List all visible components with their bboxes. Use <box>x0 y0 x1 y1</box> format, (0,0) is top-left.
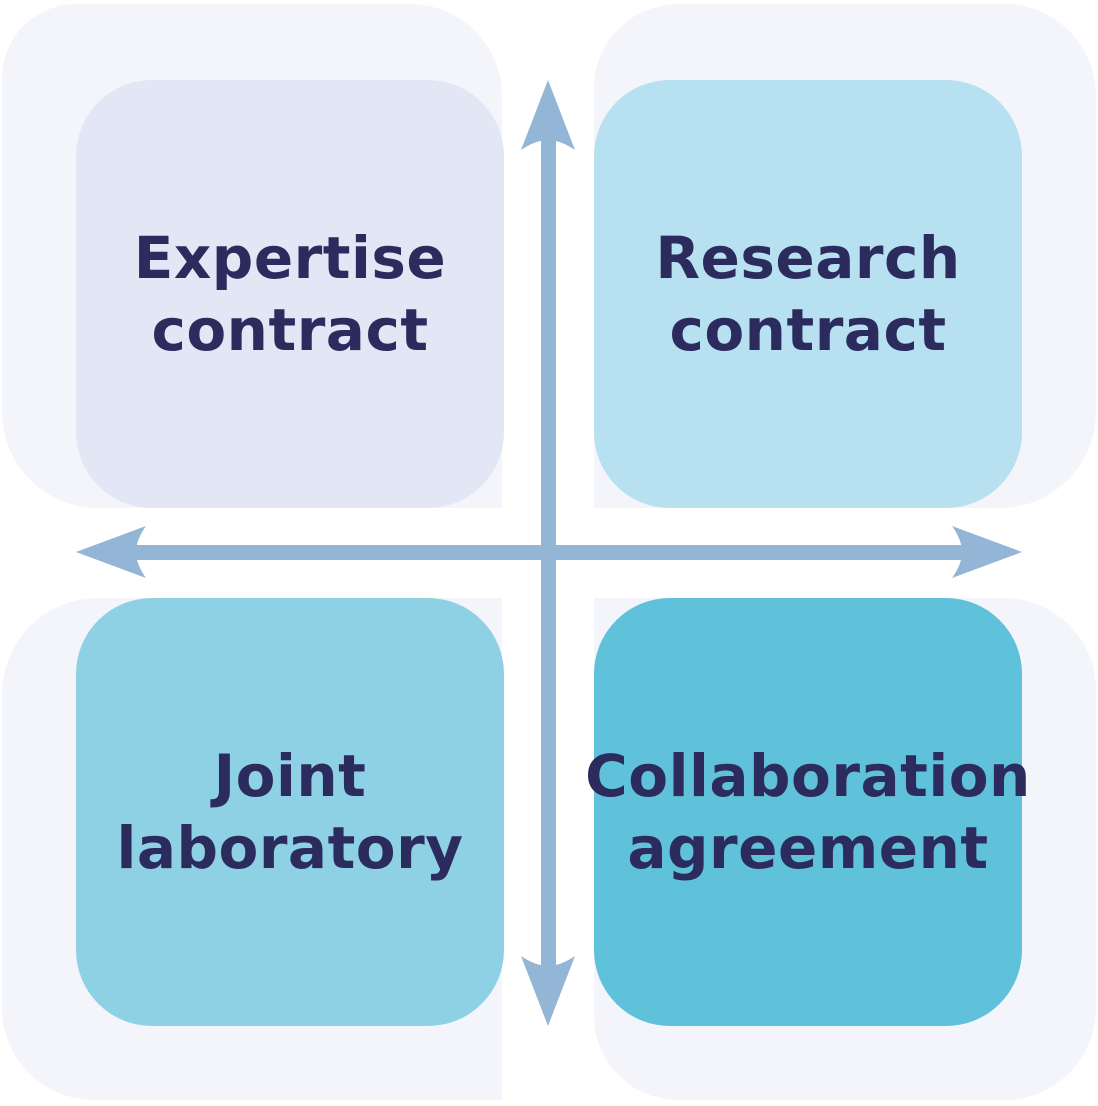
arrowhead-down-icon <box>521 956 575 1026</box>
quadrant-research-contract: Research contract <box>594 80 1022 508</box>
quadrant-label: Expertise contract <box>133 224 447 364</box>
quadrant-collaboration-agreement: Collaboration agreement <box>585 598 1030 1026</box>
arrowhead-right-icon <box>952 526 1022 578</box>
horizontal-axis-arrow <box>76 526 1022 578</box>
arrowhead-up-icon <box>521 80 575 150</box>
vertical-axis-arrow <box>521 80 575 1026</box>
quadrant-label: Joint laboratory <box>116 742 464 882</box>
quadrant-joint-laboratory: Joint laboratory <box>76 598 504 1026</box>
quadrant-label: Collaboration agreement <box>585 742 1031 882</box>
horizontal-axis-line <box>136 545 962 560</box>
quadrant-label: Research contract <box>655 224 961 364</box>
vertical-axis-line <box>541 140 556 970</box>
quadrant-expertise-contract: Expertise contract <box>76 80 504 508</box>
arrowhead-left-icon <box>76 526 146 578</box>
